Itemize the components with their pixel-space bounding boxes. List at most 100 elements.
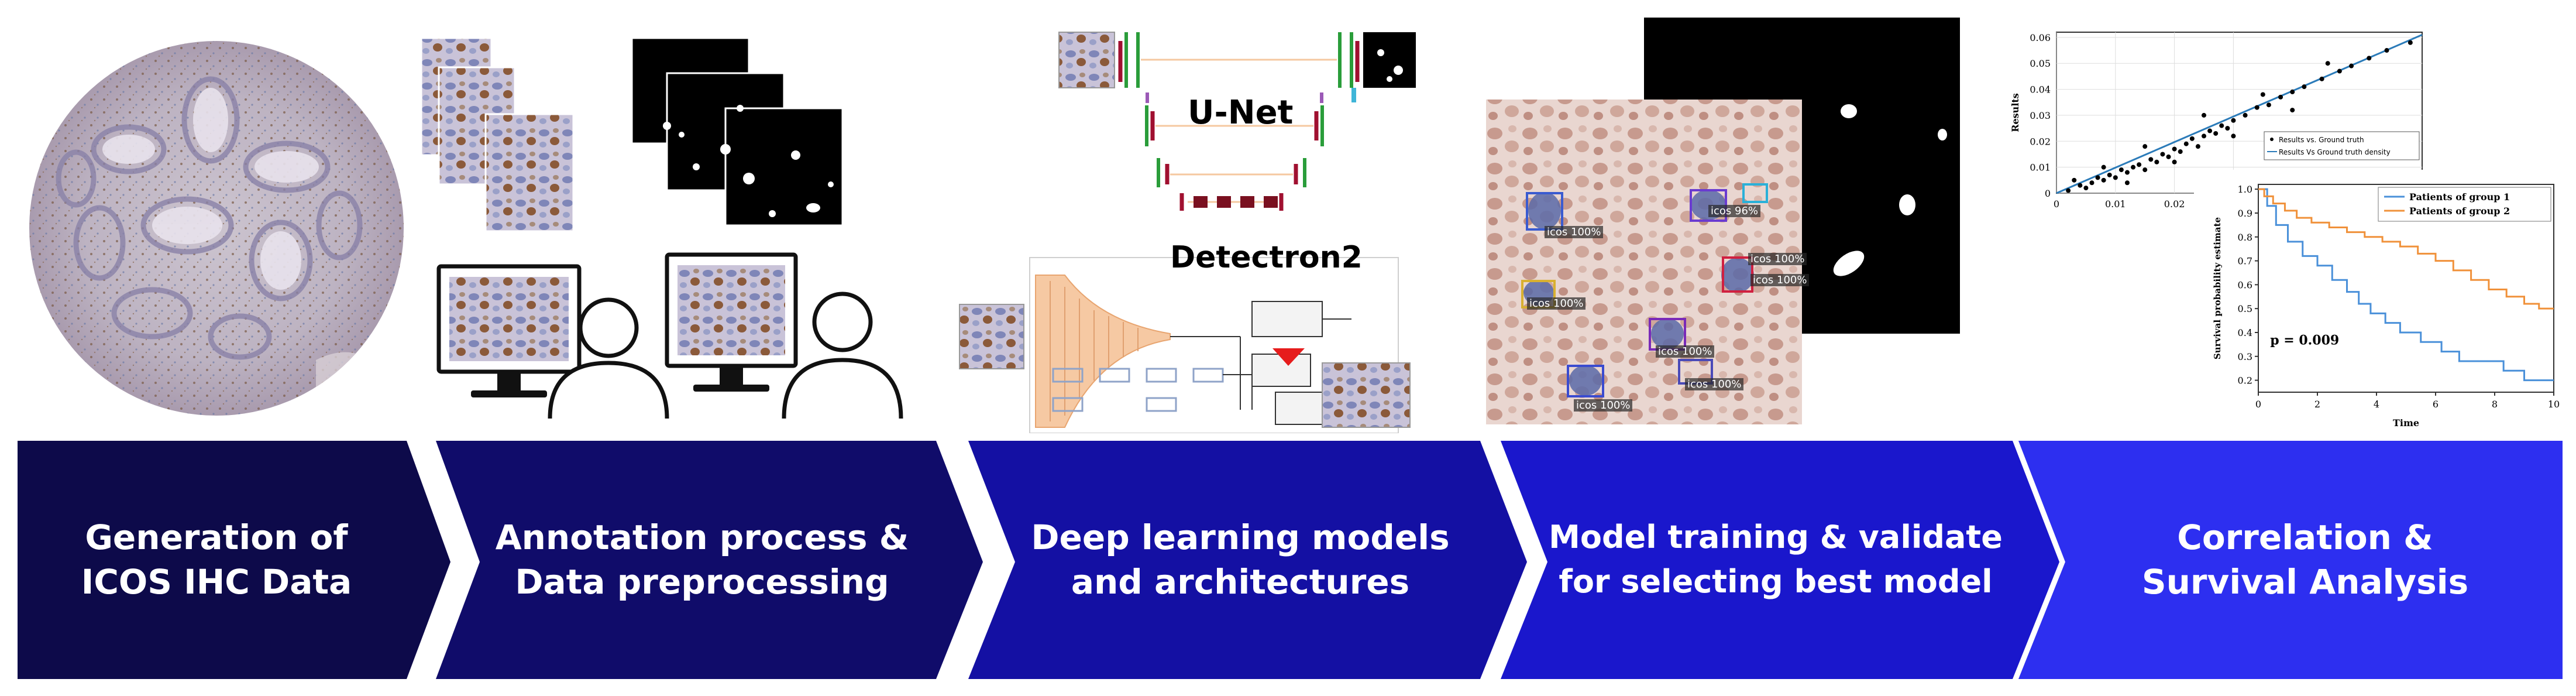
scatter-point bbox=[2148, 157, 2154, 162]
pipeline-step-2-label: Annotation process & Data preprocessing bbox=[495, 517, 909, 602]
scatter-point bbox=[2154, 159, 2159, 164]
detection-illustration bbox=[1486, 18, 1960, 424]
scatter-point bbox=[2101, 164, 2106, 170]
scatter-point bbox=[2231, 133, 2236, 139]
km-x-tick: 6 bbox=[2433, 399, 2439, 410]
scatter-point bbox=[2131, 164, 2136, 170]
scatter-point bbox=[2066, 188, 2071, 193]
km-y-tick: 0.5 bbox=[2238, 303, 2252, 314]
detection-label: icos 100% bbox=[1545, 226, 1604, 238]
scatter-x-tick: 0.01 bbox=[2105, 198, 2126, 210]
scatter-point bbox=[2137, 162, 2142, 167]
km-y-tick: 0.7 bbox=[2238, 256, 2252, 267]
scatter-point bbox=[2213, 131, 2219, 136]
detection-label: icos 100% bbox=[1748, 253, 1807, 265]
scatter-point bbox=[2166, 154, 2171, 159]
scatter-point bbox=[2207, 128, 2213, 133]
scatter-point bbox=[2183, 141, 2189, 146]
scatter-legend-entry: Results vs. Ground truth bbox=[2279, 136, 2364, 144]
scatter-point bbox=[2195, 144, 2200, 149]
pipeline-step-5-label: Correlation & Survival Analysis bbox=[2141, 517, 2469, 602]
detection-panel: icos 100% icos 96% icos 100% icos 100% i… bbox=[1486, 18, 1966, 427]
scatter-point bbox=[2266, 102, 2271, 108]
scatter-point bbox=[2095, 175, 2100, 180]
ihc-tissue-core-image bbox=[29, 41, 404, 416]
scatter-point bbox=[2107, 172, 2112, 177]
scatter-point bbox=[2225, 126, 2230, 131]
detection-label: icos 100% bbox=[1685, 378, 1744, 390]
pipeline-step-3-label: Deep learning models and architectures bbox=[1031, 517, 1450, 602]
detection-label: icos 100% bbox=[1527, 297, 1586, 310]
scatter-point bbox=[2078, 183, 2083, 188]
scatter-point bbox=[2124, 180, 2130, 186]
scatter-point bbox=[2178, 149, 2183, 155]
km-y-tick: 1.0 bbox=[2238, 184, 2252, 195]
scatter-legend-entry: Results Vs Ground truth density bbox=[2279, 148, 2391, 156]
km-y-tick: 0.6 bbox=[2238, 279, 2252, 290]
detection-label: icos 96% bbox=[1708, 205, 1761, 217]
scatter-point bbox=[2260, 92, 2265, 97]
unet-label: U-Net bbox=[1188, 94, 1294, 132]
scatter-y-tick: 0.03 bbox=[2030, 110, 2051, 121]
km-plot-area bbox=[2258, 184, 2554, 393]
km-x-tick: 4 bbox=[2374, 399, 2379, 410]
scatter-point bbox=[2142, 144, 2148, 149]
scatter-point bbox=[2113, 175, 2118, 180]
scatter-point bbox=[2172, 159, 2177, 164]
pipeline-step-5-shape bbox=[2018, 441, 2563, 679]
km-legend bbox=[2378, 187, 2551, 222]
ihc-tissue-core bbox=[12, 32, 421, 424]
scatter-point bbox=[2118, 167, 2124, 173]
scatter-point bbox=[2325, 61, 2330, 66]
scatter-point bbox=[2089, 180, 2094, 186]
scatter-y-label: Results bbox=[2010, 93, 2021, 132]
km-y-tick: 0.8 bbox=[2238, 232, 2252, 243]
pipeline-step-1-label: Generation of ICOS IHC Data bbox=[81, 517, 352, 602]
scatter-point bbox=[2231, 118, 2236, 123]
scatter-point bbox=[2189, 136, 2195, 141]
km-y-tick: 0.4 bbox=[2238, 327, 2252, 338]
scatter-point bbox=[2101, 177, 2106, 183]
scatter-point bbox=[2384, 48, 2389, 53]
detectron2-label: Detectron2 bbox=[1170, 240, 1363, 275]
annotation-panel bbox=[421, 32, 913, 430]
scatter-y-tick: 0.04 bbox=[2030, 84, 2051, 95]
detectron2-diagram bbox=[1029, 257, 1399, 433]
scatter-point bbox=[2072, 177, 2077, 183]
pipeline-step-3-shape bbox=[968, 441, 1527, 679]
scatter-point bbox=[2142, 167, 2148, 173]
scatter-point bbox=[2083, 186, 2089, 191]
pipeline-step-1-shape bbox=[18, 441, 450, 679]
km-legend-entry: Patients of group 2 bbox=[2409, 205, 2510, 217]
scatter-point bbox=[2290, 108, 2295, 113]
annotation-illustration bbox=[421, 37, 903, 419]
scatter-point bbox=[2408, 40, 2413, 45]
scatter-fit-line bbox=[2056, 34, 2423, 194]
unet-diagram bbox=[959, 32, 1416, 433]
km-x-tick: 8 bbox=[2492, 399, 2498, 410]
scatter-point bbox=[2254, 105, 2259, 110]
scatter-point bbox=[2172, 146, 2177, 152]
detection-label: icos 100% bbox=[1574, 399, 1633, 412]
scatter-y-tick: 0.06 bbox=[2030, 32, 2051, 43]
km-legend-entry: Patients of group 1 bbox=[2409, 191, 2510, 203]
scatter-legend-marker bbox=[2270, 138, 2274, 141]
scatter-point bbox=[2349, 63, 2354, 68]
pipeline-step-2-shape bbox=[436, 441, 983, 679]
km-p-value: p = 0.009 bbox=[2270, 332, 2339, 348]
km-survival-curve bbox=[2258, 188, 2554, 310]
scatter-point bbox=[2243, 112, 2248, 118]
scatter-point bbox=[2367, 56, 2372, 61]
detection-label: icos 100% bbox=[1750, 274, 1810, 286]
scatter-x-tick: 0 bbox=[2054, 198, 2059, 210]
scatter-point bbox=[2124, 170, 2130, 175]
scatter-point bbox=[2202, 112, 2207, 118]
scatter-point bbox=[2302, 84, 2307, 90]
scatter-point bbox=[2160, 152, 2165, 157]
scatter-chart: 0.060.050.040.030.020.01000.010.020.1Res… bbox=[2010, 32, 2568, 433]
pipeline-step-4-label: Model training & validate for selecting … bbox=[1549, 519, 2003, 600]
km-x-tick: 10 bbox=[2548, 399, 2560, 410]
pipeline-step-4-shape bbox=[1501, 441, 2059, 679]
scatter-y-tick: 0.05 bbox=[2030, 58, 2051, 69]
